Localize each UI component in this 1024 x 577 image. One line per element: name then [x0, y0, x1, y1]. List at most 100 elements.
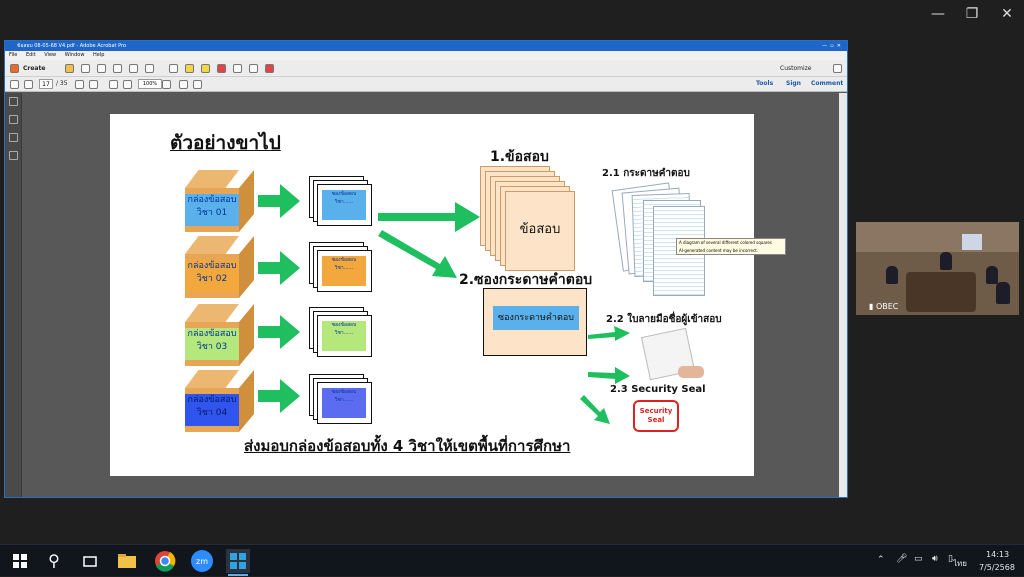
security-seal-roll: Security Seal [633, 400, 679, 432]
battery-icon[interactable]: ▯ [948, 554, 953, 564]
acrobat-title: ข้อสอบ 08-05-68 V4.pdf - Adobe Acrobat P… [17, 43, 127, 49]
answer-envelope: ซองกระดาษคำตอบ [483, 288, 587, 356]
sign-link[interactable]: Sign [786, 80, 801, 87]
select-tool-icon[interactable] [75, 80, 84, 89]
hand-tool-icon[interactable] [89, 80, 98, 89]
taskbar: ⚲ zm ⌃ 🎤︎ ▭ 🔊︎ ▯ ไทย 14:13 7/5/2568 [0, 544, 1024, 576]
language-indicator[interactable]: ไทย [953, 559, 967, 568]
volume-icon[interactable]: 🔊︎ [932, 554, 938, 564]
box-label-line2: วิชา 02 [196, 274, 228, 284]
flow-arrows [258, 184, 630, 424]
meeting-table [906, 272, 976, 312]
comment-icon[interactable] [185, 64, 194, 73]
highlight-icon[interactable] [201, 64, 210, 73]
windows-logo-icon [13, 554, 27, 568]
chrome-icon[interactable] [153, 549, 177, 573]
box-top [185, 170, 239, 188]
zoom-input[interactable]: 100% [138, 79, 162, 89]
green-arrow-1 [258, 184, 300, 218]
page-thumbnails-icon[interactable] [9, 97, 18, 106]
print-icon[interactable] [113, 64, 122, 73]
green-arrow-4 [258, 379, 300, 413]
sign-icon[interactable] [265, 64, 274, 73]
open-icon[interactable] [65, 64, 74, 73]
file-explorer-icon[interactable] [115, 549, 139, 573]
attachments-icon[interactable] [9, 133, 18, 142]
mic-icon[interactable]: 🎤︎ [896, 554, 908, 564]
screen-display [962, 234, 982, 250]
minimize-button[interactable]: — [931, 6, 945, 22]
clock-date[interactable]: 7/5/2568 [979, 563, 1015, 572]
acrobat-window: ข้อสอบ 08-05-68 V4.pdf - Adobe Acrobat P… [4, 40, 848, 498]
tools-link[interactable]: Tools [756, 80, 774, 87]
zoom-in-icon[interactable] [123, 80, 132, 89]
green-arrow-to-envelope [378, 230, 457, 278]
email-icon[interactable] [145, 64, 154, 73]
customize-dropdown[interactable]: Customize [780, 65, 812, 72]
tooltip-line1: A diagram of several different colored s… [679, 240, 772, 245]
prev-page-icon[interactable] [10, 80, 19, 89]
app-grid-icon[interactable] [226, 549, 250, 573]
export-icon[interactable] [249, 64, 258, 73]
page-number-input[interactable]: 17 [39, 79, 53, 89]
edit-icon[interactable] [129, 64, 138, 73]
slide-title: ตัวอย่างขาไป [170, 132, 281, 154]
settings-icon[interactable] [169, 64, 178, 73]
box-label: กล่องข้อสอบ วิชา 02 [185, 260, 239, 292]
menu-edit[interactable]: Edit [25, 52, 36, 58]
cloud-icon[interactable] [97, 64, 106, 73]
pages-icon[interactable] [233, 64, 242, 73]
box-top [185, 236, 239, 254]
page-total: / 35 [56, 80, 68, 87]
item2-heading: 2.ซองกระดาษคำตอบ [459, 272, 593, 288]
stamp-icon[interactable] [217, 64, 226, 73]
start-button[interactable] [8, 549, 32, 573]
answer-envelope-label: ซองกระดาษคำตอบ [493, 306, 579, 330]
next-page-icon[interactable] [24, 80, 33, 89]
green-arrow-to-signature [588, 367, 630, 384]
video-feed[interactable] [856, 222, 1019, 315]
restore-button[interactable]: ❐ [965, 6, 979, 22]
stack-sheet: ซองข้อสอบ วิชา...... [317, 250, 372, 292]
green-arrow-to-answer [588, 326, 630, 341]
menu-view[interactable]: View [44, 52, 57, 58]
box-label-line1: กล่องข้อสอบ [187, 329, 237, 339]
stack-label-line1: ซองข้อสอบ [331, 191, 357, 197]
zoom-icon[interactable]: zm [190, 549, 214, 573]
expand-icon[interactable] [833, 64, 842, 73]
green-arrow-to-exam [378, 202, 480, 232]
acrobat-menu-bar: File Edit View Window Help [5, 51, 847, 60]
box-label: กล่องข้อสอบ วิชา 01 [185, 194, 239, 226]
task-view-icon[interactable] [78, 549, 102, 573]
clock-time[interactable]: 14:13 [986, 550, 1010, 559]
pen-icon [678, 366, 704, 378]
box-label: กล่องข้อสอบ วิชา 04 [185, 394, 239, 426]
stack-label-line1: ซองข้อสอบ [331, 389, 357, 395]
person-silhouette [886, 266, 898, 284]
vertical-scrollbar[interactable] [839, 93, 847, 497]
zoom-out-icon[interactable] [109, 80, 118, 89]
stack-label-line2: วิชา...... [334, 265, 354, 271]
menu-help[interactable]: Help [93, 52, 105, 58]
create-button[interactable]: Create [23, 65, 46, 72]
menu-window[interactable]: Window [64, 52, 85, 58]
box-side [239, 304, 254, 366]
fit-page-icon[interactable] [179, 80, 188, 89]
tray-chevron-icon[interactable]: ⌃ [877, 555, 885, 565]
signatures-icon[interactable] [9, 151, 18, 160]
person-silhouette [940, 252, 952, 270]
comment-link[interactable]: Comment [811, 80, 844, 87]
zoom-dropdown-icon[interactable] [162, 80, 171, 89]
network-icon[interactable]: ▭ [914, 554, 923, 564]
search-icon[interactable]: ⚲ [48, 551, 60, 570]
fit-width-icon[interactable] [193, 80, 202, 89]
create-icon[interactable] [10, 64, 19, 73]
wall-panel [856, 222, 1019, 252]
box-label-line1: กล่องข้อสอบ [187, 395, 237, 405]
menu-file[interactable]: File [9, 52, 18, 58]
box-label-line2: วิชา 04 [196, 408, 228, 418]
acrobat-window-controls[interactable]: — ▫ ✕ [822, 43, 841, 49]
save-icon[interactable] [81, 64, 90, 73]
bookmarks-icon[interactable] [9, 115, 18, 124]
close-button[interactable]: ✕ [1001, 6, 1013, 22]
